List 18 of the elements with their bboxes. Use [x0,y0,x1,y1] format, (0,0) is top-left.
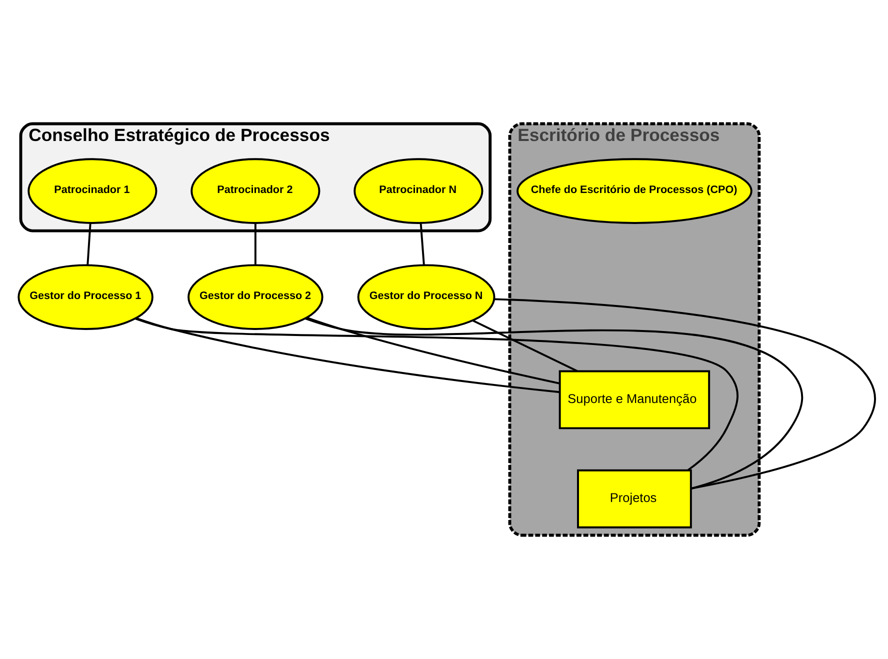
connector [306,316,560,384]
node-ellipse: Patrocinador 2 [190,158,320,224]
connector [135,318,738,471]
node-ellipse: Gestor do Processo 1 [18,264,154,330]
node-ellipse: Gestor do Processo N [357,264,496,330]
connector [494,298,876,490]
connector [472,320,578,372]
connector [305,318,803,490]
connector [86,222,92,266]
node-ellipse: Patrocinador N [354,158,484,224]
node-ellipse: Gestor do Processo 2 [188,264,324,330]
node-box: Projetos [577,469,692,528]
connector [136,317,560,394]
node-box: Suporte e Manutenção [558,370,710,430]
node-ellipse: Patrocinador 1 [28,158,158,224]
connector [254,222,256,266]
connector [420,222,425,266]
node-ellipse: Chefe do Escritório de Processos (CPO) [516,158,752,224]
